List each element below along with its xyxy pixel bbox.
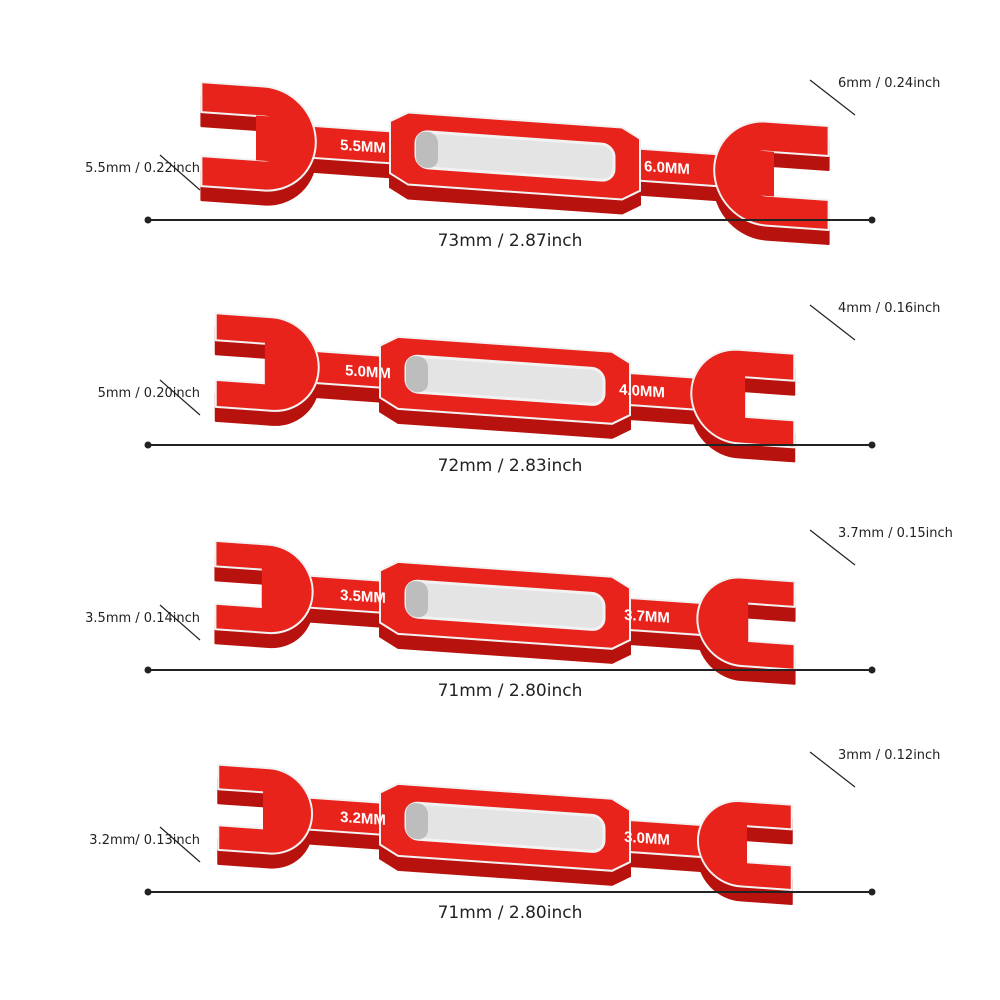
overall-length: 71mm / 2.80inch	[438, 681, 583, 701]
length-end-dot	[868, 666, 876, 674]
right-opening-dimension-line	[809, 304, 856, 341]
overall-length: 72mm / 2.83inch	[438, 456, 583, 476]
length-start-dot	[144, 888, 152, 896]
right-opening-dimension-line	[809, 529, 856, 566]
right-size-label: 6.0MM	[644, 158, 690, 178]
wrench: 5.0MM 4.0MM	[214, 312, 796, 463]
left-opening-dimension: 3.2mm/ 0.13inch	[89, 833, 200, 848]
wrench-row-4: 3.2MM 3.0MM 3.2mm/ 0.13inch 3mm / 0.12inch 7…	[0, 712, 1000, 962]
left-size-label: 3.2MM	[340, 809, 386, 829]
right-size-label: 3.7MM	[624, 607, 670, 627]
left-size-label: 5.5MM	[340, 137, 386, 157]
right-opening-dimension-line	[809, 751, 856, 788]
wrench: 5.5MM 6.0MM	[200, 81, 830, 245]
left-size-label: 5.0MM	[345, 362, 391, 382]
length-end-dot	[868, 441, 876, 449]
left-opening-dimension-line	[159, 826, 201, 863]
length-start-dot	[144, 666, 152, 674]
overall-length: 73mm / 2.87inch	[438, 231, 583, 251]
wrench-row-1: 5.5MM 6.0MM 5.5mm / 0.22inch 6mm / 0.24inch…	[0, 40, 1000, 290]
left-opening-dimension-line	[159, 604, 201, 641]
wrench: 3.5MM 3.7MM	[214, 539, 796, 685]
wrench-diagram: 5.0MM 4.0MM 5mm / 0.20inch 4mm / 0.16inch 72…	[98, 301, 941, 476]
right-opening-dimension: 6mm / 0.24inch	[838, 76, 940, 91]
center-slot-shadow	[406, 803, 428, 840]
overall-length: 71mm / 2.80inch	[438, 903, 583, 923]
right-size-label: 3.0MM	[624, 829, 670, 849]
left-opening-dimension: 5.5mm / 0.22inch	[85, 161, 200, 176]
right-opening-dimension: 4mm / 0.16inch	[838, 301, 940, 316]
right-opening-dimension-line	[809, 79, 856, 116]
length-start-dot	[144, 441, 152, 449]
wrench-diagram: 3.5MM 3.7MM 3.5mm / 0.14inch 3.7mm / 0.15in…	[85, 526, 953, 701]
left-size-label: 3.5MM	[340, 587, 386, 607]
wrench: 3.2MM 3.0MM	[217, 763, 793, 906]
wrench-row-3: 3.5MM 3.7MM 3.5mm / 0.14inch 3.7mm / 0.15in…	[0, 490, 1000, 740]
length-end-dot	[868, 888, 876, 896]
wrench-diagram: 5.5MM 6.0MM 5.5mm / 0.22inch 6mm / 0.24inch…	[85, 76, 940, 251]
wrench-row-2: 5.0MM 4.0MM 5mm / 0.20inch 4mm / 0.16inch 72…	[0, 265, 1000, 515]
right-size-label: 4.0MM	[619, 381, 665, 401]
left-opening-dimension-line	[159, 154, 201, 191]
center-slot-shadow	[416, 131, 438, 168]
center-slot-shadow	[406, 581, 428, 618]
left-opening-dimension: 5mm / 0.20inch	[98, 386, 200, 401]
left-opening-dimension: 3.5mm / 0.14inch	[85, 611, 200, 626]
length-end-dot	[868, 216, 876, 224]
wrench-diagram: 3.2MM 3.0MM 3.2mm/ 0.13inch 3mm / 0.12inch 7…	[89, 748, 940, 923]
right-opening-dimension: 3mm / 0.12inch	[838, 748, 940, 763]
left-opening-dimension-line	[159, 379, 201, 416]
length-start-dot	[144, 216, 152, 224]
center-slot-shadow	[406, 356, 428, 393]
right-opening-dimension: 3.7mm / 0.15inch	[838, 526, 953, 541]
